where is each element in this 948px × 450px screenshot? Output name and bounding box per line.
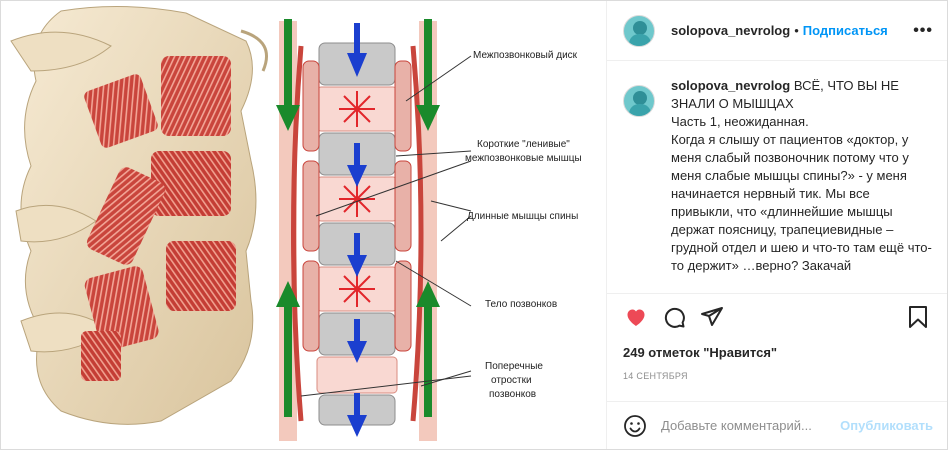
emoji-icon[interactable] <box>623 414 647 438</box>
left-spine-render <box>10 5 268 425</box>
publish-button[interactable]: Опубликовать <box>840 418 933 433</box>
separator-dot: • <box>794 23 799 38</box>
action-bar <box>607 293 947 339</box>
label-disc: Межпозвонковый диск <box>473 50 578 61</box>
spine-illustration: Межпозвонковый диск Короткие "ленивые" м… <box>10 5 582 441</box>
diagram-labels: Межпозвонковый диск Короткие "ленивые" м… <box>465 50 582 400</box>
post-header: solopova_nevrolog • Подписаться ••• <box>607 1 947 61</box>
bookmark-icon[interactable] <box>899 298 937 336</box>
label-vertebra-body: Тело позвонков <box>485 299 557 310</box>
post-date[interactable]: 14 сентября <box>623 371 688 381</box>
caption-line: Когда я слышу от пациентов «доктор, у ме… <box>671 132 932 273</box>
caption-text: solopova_nevrolog ВСЁ, ЧТО ВЫ НЕ ЗНАЛИ О… <box>671 77 935 275</box>
username-link[interactable]: solopova_nevrolog <box>671 23 791 38</box>
heart-icon[interactable] <box>617 298 655 336</box>
post-caption: solopova_nevrolog ВСЁ, ЧТО ВЫ НЕ ЗНАЛИ О… <box>623 77 935 291</box>
post-side-panel: solopova_nevrolog • Подписаться ••• solo… <box>607 1 947 449</box>
label-transverse-2: отростки <box>491 375 532 386</box>
label-long-muscles: Длинные мышцы спины <box>467 211 578 222</box>
label-transverse-3: позвонков <box>489 389 536 400</box>
spine-schematic <box>276 19 472 441</box>
label-short-muscles-2: межпозвонковые мышцы <box>465 153 582 164</box>
follow-button[interactable]: Подписаться <box>802 23 888 38</box>
label-transverse-1: Поперечные <box>485 361 543 372</box>
caption-title: ВСЁ, ЧТО ВЫ НЕ ЗНАЛИ О МЫШЦАХ <box>671 78 899 111</box>
caption-avatar[interactable] <box>623 85 655 117</box>
likes-count[interactable]: 249 отметок "Нравится" <box>623 345 778 360</box>
more-options-icon[interactable]: ••• <box>913 21 933 39</box>
comment-form: Опубликовать <box>607 401 947 449</box>
caption-username[interactable]: solopova_nevrolog <box>671 78 791 93</box>
caption-line: Часть 1, неожиданная. <box>671 114 809 129</box>
comment-input[interactable] <box>661 418 831 433</box>
comment-icon[interactable] <box>655 298 693 336</box>
post-image[interactable]: Межпозвонковый диск Короткие "ленивые" м… <box>1 1 607 449</box>
share-icon[interactable] <box>693 298 731 336</box>
label-short-muscles-1: Короткие "ленивые" <box>477 139 570 150</box>
avatar[interactable] <box>623 14 655 47</box>
